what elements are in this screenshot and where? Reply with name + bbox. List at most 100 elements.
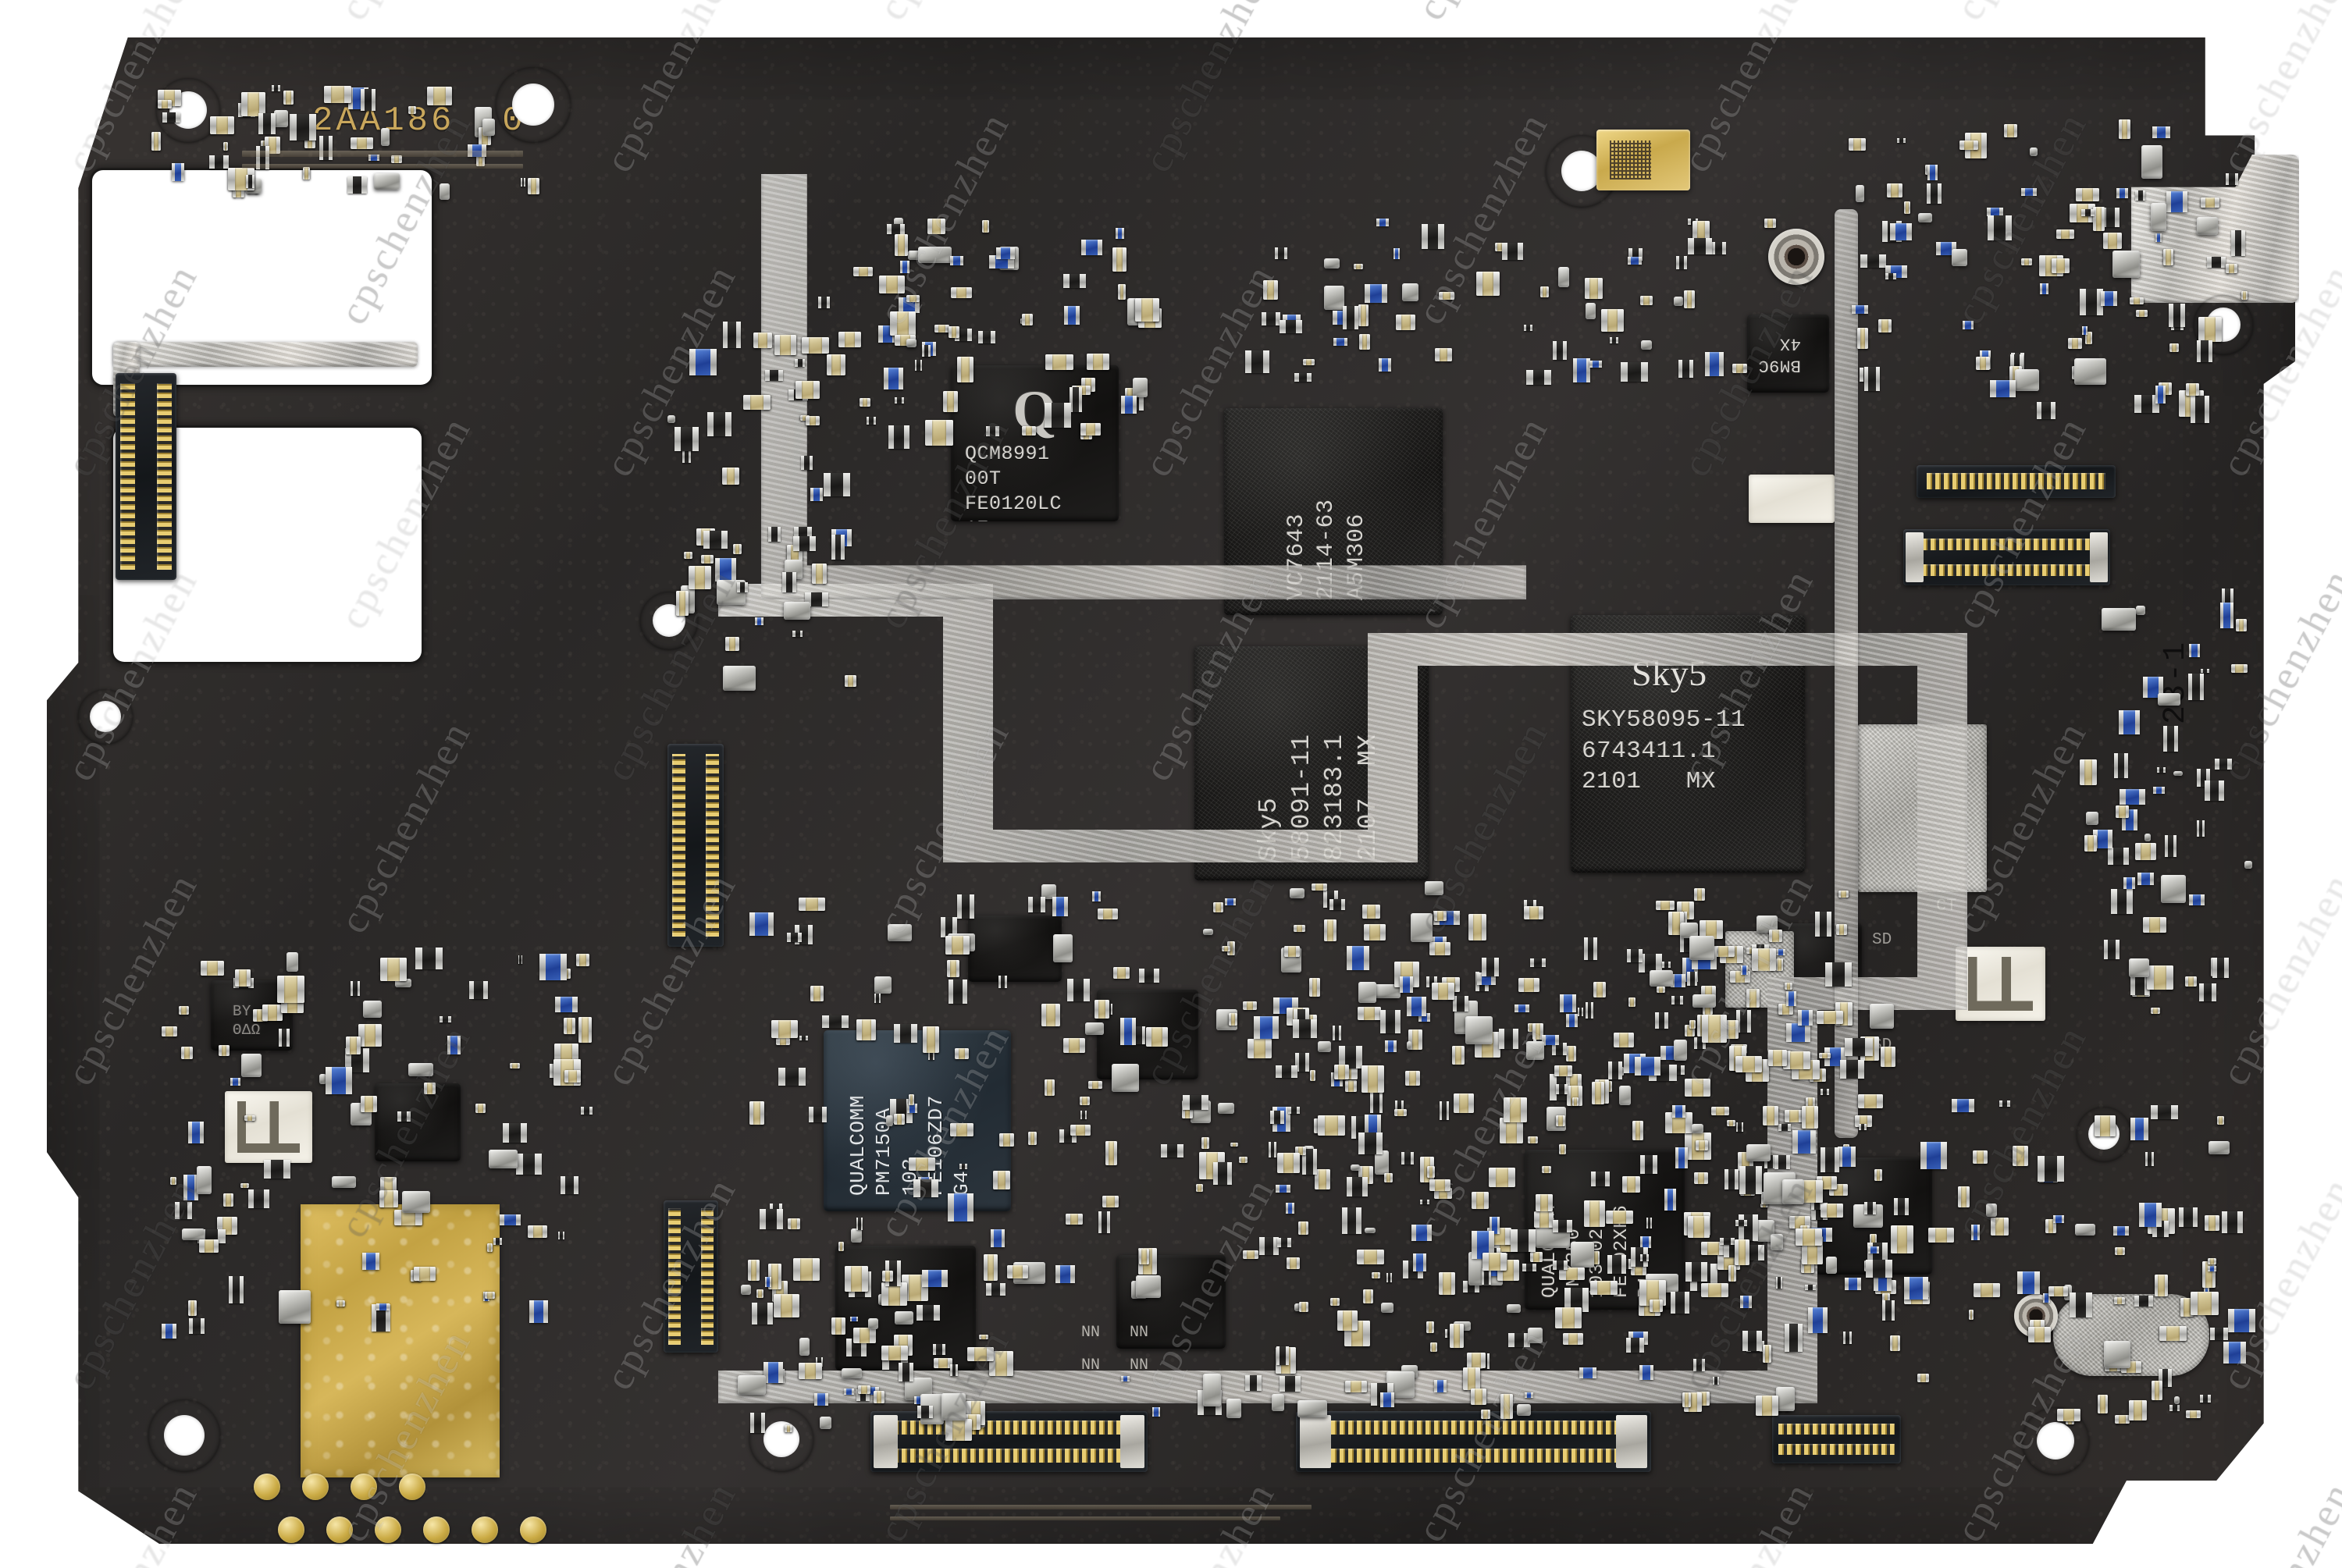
smd-capacitor	[1763, 1106, 1778, 1125]
smd-resistor	[1288, 1107, 1300, 1114]
smd-inductor	[1517, 1404, 1531, 1416]
smd-resistor	[290, 114, 316, 140]
smd-diode	[1116, 228, 1124, 239]
smd-diode	[230, 1078, 240, 1086]
smd-capacitor	[1337, 1310, 1358, 1331]
smd-capacitor	[950, 1123, 973, 1136]
smd-resistor	[787, 933, 802, 942]
smd-resistor	[279, 1029, 290, 1047]
smd-diode	[1963, 321, 1974, 329]
connector-fpc-left-mid[interactable]	[667, 744, 724, 947]
smd-capacitor	[1763, 1345, 1771, 1363]
smd-capacitor	[1439, 292, 1454, 300]
connector-fpc-left-lower[interactable]	[664, 1200, 718, 1353]
smd-resistor	[1608, 1061, 1622, 1079]
smd-capacitor	[882, 1271, 893, 1282]
smd-capacitor	[1776, 958, 1783, 971]
chip-left-mid-dark	[375, 1083, 461, 1161]
test-pad	[326, 1516, 353, 1543]
smd-inductor	[197, 1166, 212, 1194]
smd-capacitor	[776, 1038, 790, 1045]
smd-resistor	[209, 155, 229, 169]
smd-resistor	[248, 1189, 270, 1208]
ground-bracket-strip	[113, 342, 418, 367]
smd-inductor	[440, 183, 450, 200]
connector-fpc-bottom-display[interactable]	[870, 1411, 1148, 1472]
smd-capacitor	[1022, 426, 1036, 436]
smd-capacitor	[424, 1083, 436, 1094]
connector-pad-strip-top-right[interactable]	[1917, 465, 2116, 498]
smd-diode	[1628, 257, 1642, 265]
smd-resistor	[1553, 341, 1567, 360]
smd-capacitor	[853, 1328, 877, 1343]
smd-resistor	[2222, 1211, 2244, 1233]
smd-resistor	[1245, 350, 1269, 373]
smd-resistor	[1736, 1122, 1743, 1132]
smd-inductor	[820, 1417, 831, 1429]
smd-inductor	[1826, 1257, 1837, 1274]
connector-pin-row-bottom-3	[1313, 1449, 1634, 1463]
smd-resistor	[1245, 1375, 1262, 1391]
smd-inductor	[851, 1228, 862, 1243]
smd-diode	[2082, 326, 2088, 335]
smd-capacitor	[1685, 1079, 1711, 1097]
connector-fpc-right-upper[interactable]	[1903, 529, 2110, 585]
smd-resistor	[1739, 1214, 1758, 1241]
watermark-text: cpschenzhen	[869, 0, 1019, 27]
smd-inductor	[1986, 1204, 1997, 1217]
smd-capacitor	[1701, 1283, 1728, 1297]
smd-resistor	[950, 1364, 958, 1376]
smd-resistor	[1815, 912, 1832, 937]
smd-resistor	[2081, 209, 2095, 216]
smd-capacitor	[749, 1101, 764, 1125]
smd-capacitor	[1435, 348, 1452, 361]
smd-resistor	[2111, 889, 2133, 914]
smd-diode	[326, 1067, 353, 1094]
smd-capacitor	[1890, 1335, 1900, 1351]
smd-resistor	[2038, 1156, 2064, 1182]
gold-qr-component	[1596, 130, 1690, 190]
smd-resistor	[1280, 1376, 1301, 1392]
smd-inductor	[1782, 1179, 1804, 1204]
smd-capacitor	[1354, 264, 1363, 269]
smd-resistor	[1610, 337, 1618, 343]
smd-resistor	[2207, 257, 2226, 268]
smd-capacitor	[2004, 124, 2018, 137]
smd-resistor	[1347, 1177, 1369, 1196]
rf-coax-connector[interactable]	[1768, 229, 1824, 285]
test-pad	[375, 1516, 401, 1543]
connector-pin-row-right-2	[705, 754, 720, 937]
smd-resistor	[361, 89, 376, 111]
smd-capacitor	[223, 142, 228, 151]
smd-diode	[715, 558, 736, 581]
smd-diode	[1952, 1099, 1975, 1112]
connector-fpc-left-upper[interactable]	[116, 373, 176, 580]
ceramic-meander-pattern	[237, 1100, 301, 1154]
smd-resistor	[824, 473, 850, 496]
smd-resistor	[2070, 1292, 2093, 1317]
smd-capacitor	[979, 1335, 988, 1339]
smd-capacitor	[1640, 296, 1653, 305]
smd-capacitor	[812, 564, 827, 584]
test-pad	[351, 1474, 377, 1500]
smd-resistor	[1098, 1211, 1110, 1233]
smd-capacitor	[1481, 1410, 1490, 1419]
smd-diode	[2189, 894, 2205, 905]
smd-resistor	[986, 426, 1000, 436]
smd-diode	[2189, 644, 2200, 657]
smd-diode	[1542, 1035, 1560, 1045]
smd-capacitor	[856, 1019, 876, 1040]
connector-fpc-bottom-main[interactable]	[1296, 1411, 1651, 1472]
smd-resistor	[1626, 1338, 1645, 1353]
smd-resistor	[1805, 1285, 1817, 1290]
smd-resistor	[162, 112, 181, 123]
smd-resistor	[1655, 1012, 1669, 1029]
ceramic-block-upper	[1749, 475, 1835, 523]
smd-diode	[1254, 1016, 1279, 1039]
smd-resistor	[959, 1164, 967, 1169]
smd-diode	[1740, 1296, 1752, 1308]
smd-capacitor	[1139, 1249, 1149, 1264]
smd-resistor	[2226, 173, 2238, 185]
smd-capacitor	[676, 591, 689, 616]
connector-fpc-bottom-right[interactable]	[1772, 1415, 1901, 1463]
